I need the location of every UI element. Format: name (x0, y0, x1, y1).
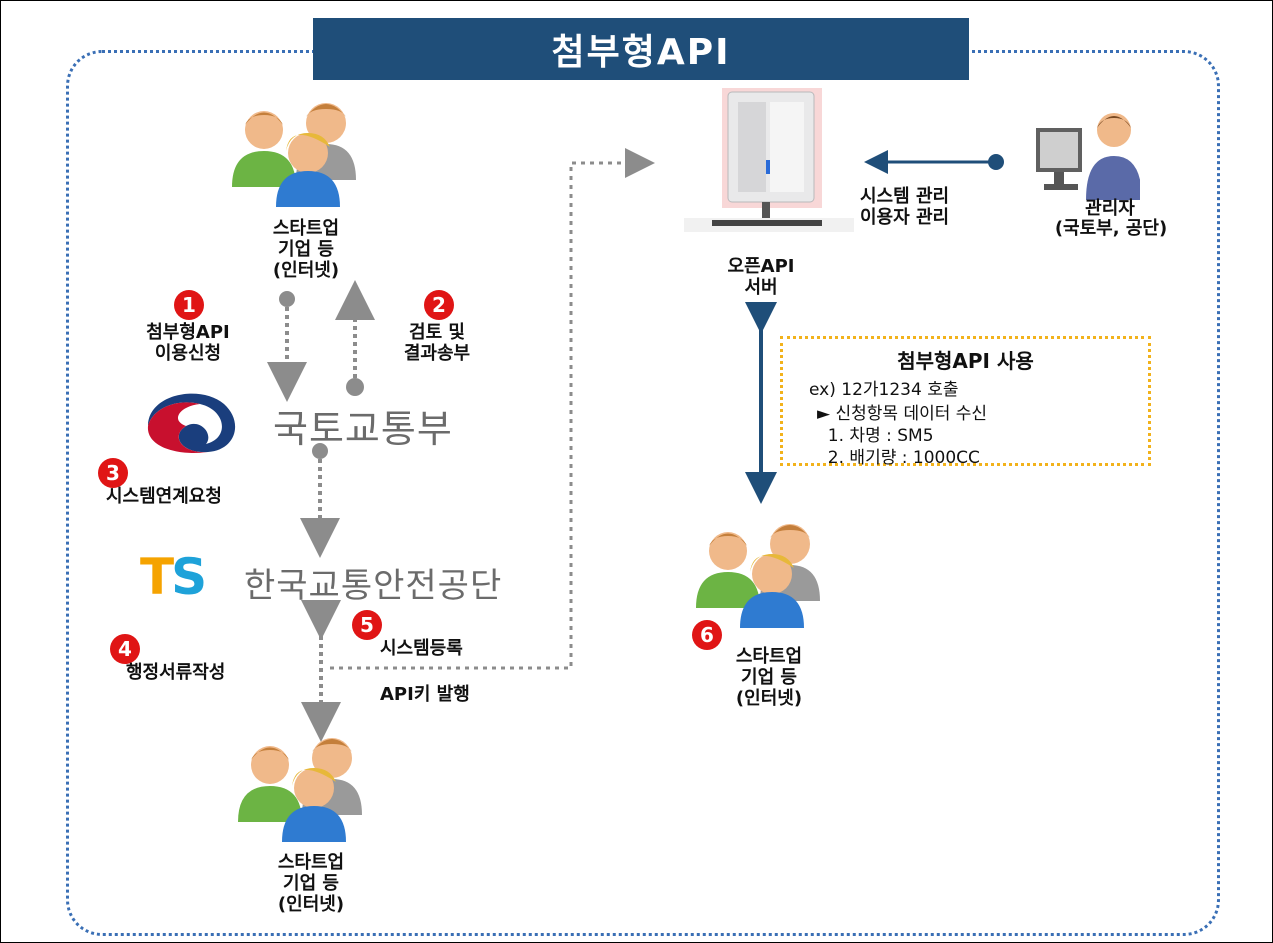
ministry-name: 국토교통부 (273, 407, 453, 451)
admin-icon (1036, 113, 1140, 200)
step-4-badge: 4 (110, 634, 140, 664)
startup-group-icon (232, 103, 356, 207)
step-5-label: 시스템등록 (380, 638, 463, 659)
info-line: 1. 차명 : SM5 (817, 426, 934, 446)
arrow-review (335, 280, 375, 396)
api-usage-box: 첨부형API 사용 ex) 12가1234 호출 ► 신청항목 데이터 수신 1… (780, 336, 1151, 468)
startup-group-icon (238, 738, 362, 842)
arrow-system-link (300, 443, 340, 558)
api-usage-title: 첨부형API 사용 (897, 349, 1034, 373)
server-icon (684, 88, 854, 232)
admin-label: 관리자 (1085, 198, 1135, 219)
info-line: 2. 배기량 : 1000CC (817, 448, 980, 468)
arrow-admin-manage (864, 150, 1004, 174)
info-line: ► 신청항목 데이터 수신 (817, 404, 988, 424)
arrow-register-api-key (330, 148, 655, 670)
step-1-badge: 1 (174, 290, 204, 320)
startup-group-icon (696, 524, 820, 628)
ministry-logo-icon (147, 393, 236, 453)
step-2-badge: 2 (424, 290, 454, 320)
info-line: ex) 12가1234 호출 (809, 380, 959, 400)
step-3-badge: 3 (98, 458, 128, 488)
ts-logo-mark: TS (140, 548, 207, 606)
step-6-badge: 6 (692, 620, 722, 650)
step-5-badge: 5 (352, 610, 382, 640)
ts-name: 한국교통안전공단 (244, 566, 503, 606)
api-key-label: API키 발행 (380, 684, 470, 705)
step-4-label: 행정서류작성 (126, 662, 226, 683)
diagram-title: 첨부형API (313, 18, 969, 80)
arrow-apply (267, 291, 307, 402)
step-3-label: 시스템연계요청 (106, 486, 222, 507)
admin-org-label: (국토부, 공단) (1054, 218, 1168, 239)
